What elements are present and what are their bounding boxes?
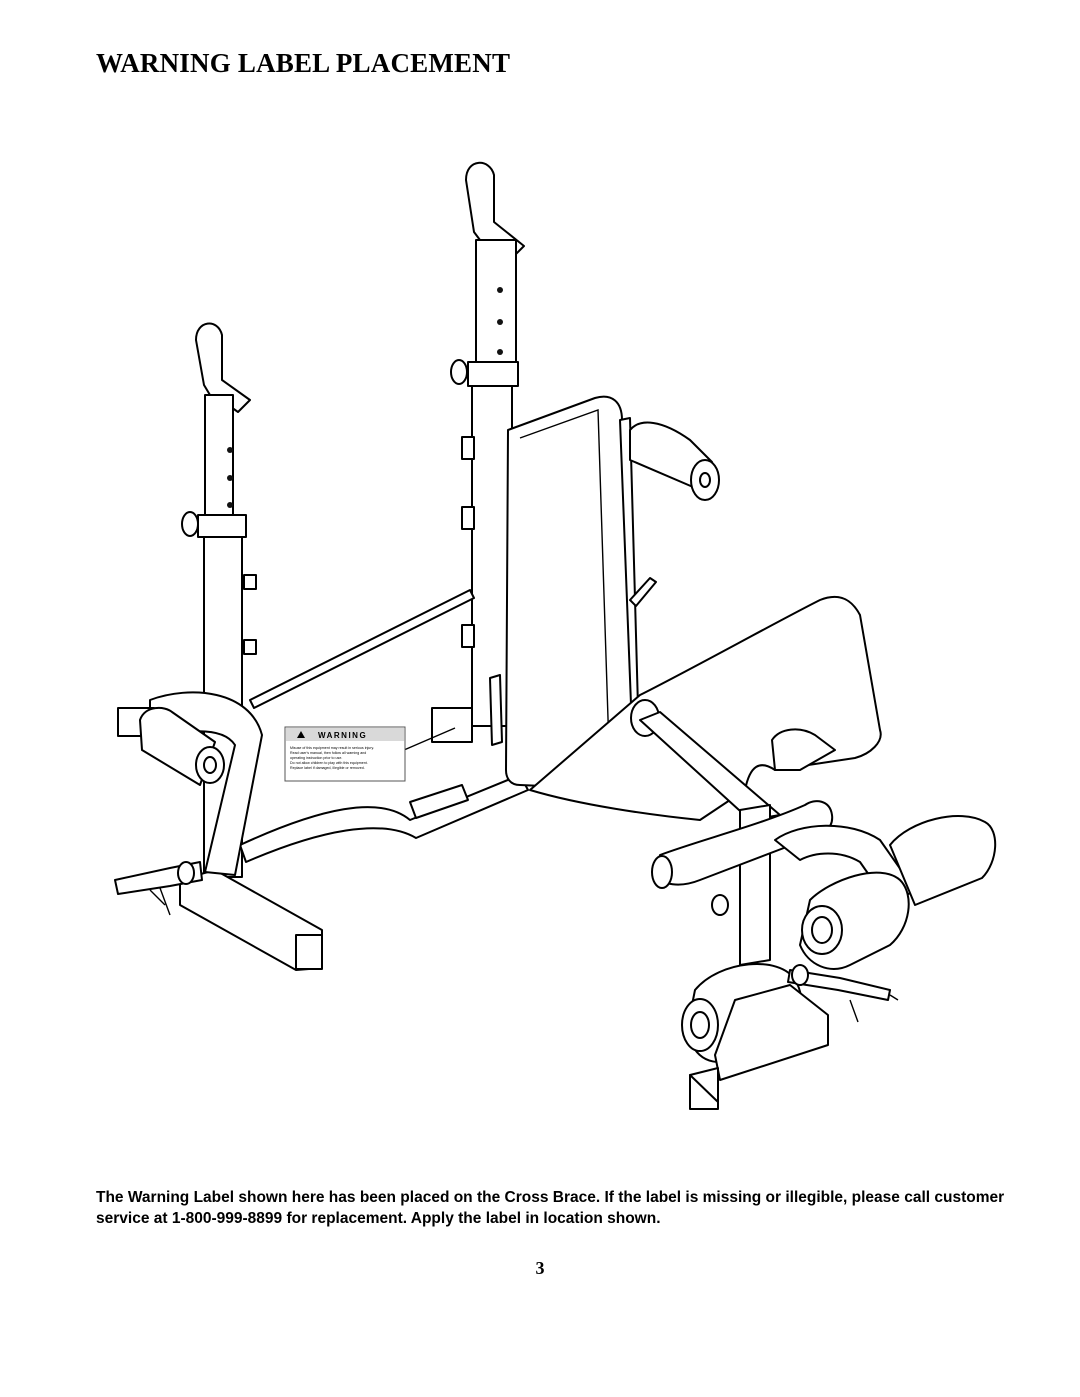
caption: The Warning Label shown here has been pl… — [96, 1189, 1005, 1227]
leg-developer — [651, 800, 997, 1063]
page-number: 3 — [535, 1258, 545, 1278]
warning-triangle-icon — [297, 731, 305, 738]
cross-brace — [239, 727, 529, 863]
front-foot-base — [689, 984, 829, 1110]
seat-pad — [529, 595, 882, 821]
warning-label-line-4: Do not allow children to play with this … — [290, 761, 368, 765]
warning-label-line-3: operating instruction prior to use. — [290, 756, 342, 760]
warning-label: WARNING Misuse of this equipment may res… — [284, 726, 406, 782]
warning-label-line-2: Read user's manual, then follow all warn… — [290, 751, 366, 755]
left-foot-base — [114, 861, 323, 971]
warning-label-heading: WARNING — [318, 731, 367, 740]
right-upright-post — [431, 161, 525, 743]
warning-label-line-5: Replace label if damaged, illegible or r… — [290, 766, 365, 770]
back-rest-pad — [489, 395, 720, 791]
warning-label-line-1: Misuse of this equipment may result in s… — [290, 746, 374, 750]
weight-bench-illustration: WARNING Misuse of this equipment may res… — [114, 161, 997, 1110]
left-leg-roller — [117, 691, 263, 876]
page-title: WARNING LABEL PLACEMENT — [96, 48, 511, 78]
diagonal-bar — [249, 589, 475, 709]
